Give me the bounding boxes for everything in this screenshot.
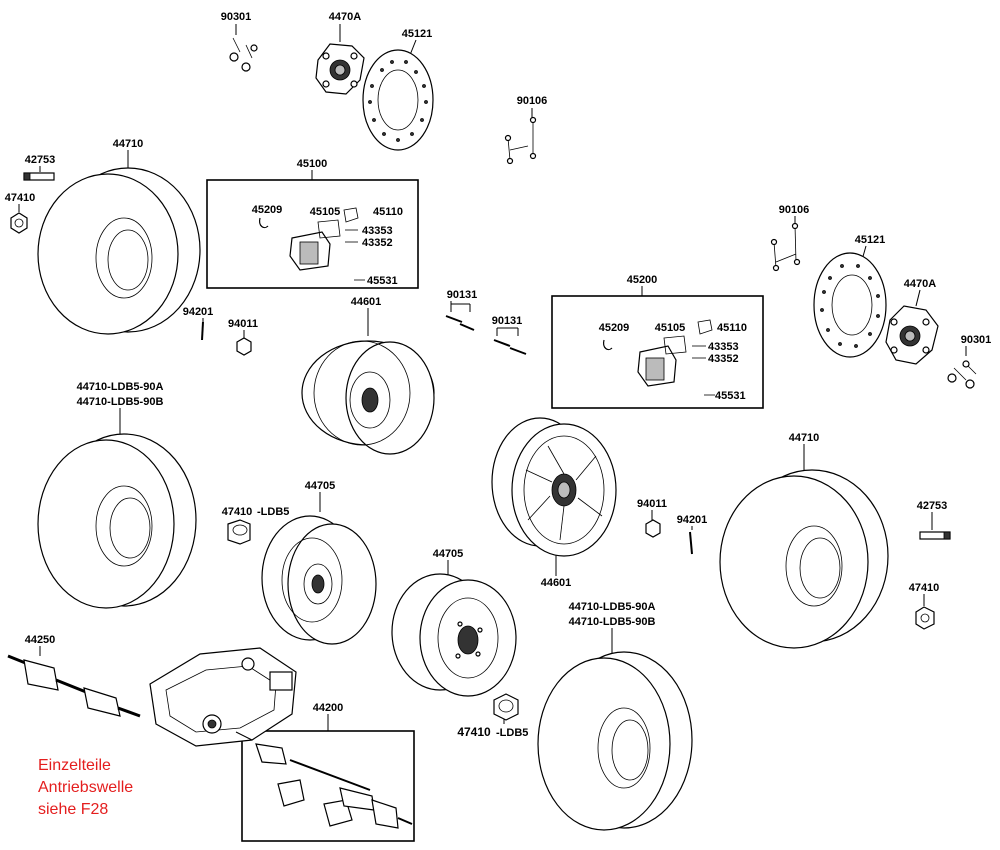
valve-42753-left [23, 166, 55, 181]
label-44705-a: 44705 [305, 480, 336, 492]
drive-shaft-44200-parts [255, 743, 413, 829]
label-ldb5-mid: -LDB5 [257, 506, 289, 518]
label-4470a-top: 4470A [329, 11, 361, 23]
bolt-set-90131-a [445, 301, 475, 331]
label-44200: 44200 [313, 702, 344, 714]
label-43353-a: 43353 [362, 225, 393, 237]
brake-caliper-group-box-45200 [551, 295, 764, 409]
drive-shaft-44250 [7, 646, 141, 718]
label-44705-b: 44705 [433, 548, 464, 560]
note-line-2: Antriebswelle [38, 779, 133, 796]
label-45110-a: 45110 [373, 206, 403, 218]
label-42753-left: 42753 [25, 154, 56, 166]
rim-44705-b [391, 560, 517, 697]
label-44250: 44250 [25, 634, 56, 646]
rear-differential [149, 647, 297, 747]
tire-44710-top-left [37, 150, 201, 335]
label-45531-a: 45531 [367, 275, 398, 287]
label-90106-right: 90106 [779, 204, 810, 216]
label-43352-a: 43352 [362, 237, 393, 249]
label-45121-right: 45121 [855, 234, 886, 246]
label-ldb5-bottom: -LDB5 [496, 727, 528, 739]
note-line-1: Einzelteile [38, 757, 111, 774]
steel-rim-44601-top [301, 308, 435, 455]
label-94011-left: 94011 [228, 318, 258, 330]
label-45531-b: 45531 [715, 390, 746, 402]
nut-47410-ldb5-mid [227, 519, 251, 545]
label-45105-b: 45105 [655, 322, 686, 334]
label-94011-right: 94011 [637, 498, 667, 510]
label-44710-top: 44710 [113, 138, 144, 150]
label-44710-ldb5-90a-right: 44710-LDB5-90A [569, 601, 656, 613]
lug-nut-94011-right [645, 510, 661, 538]
nut-47410-right [915, 594, 935, 630]
alloy-rim-44601 [491, 417, 617, 576]
tire-44710-ldb5-left [37, 408, 197, 609]
label-47410-left: 47410 [5, 192, 36, 204]
label-90131-b: 90131 [492, 315, 523, 327]
label-44710-ldb5-90b-right: 44710-LDB5-90B [569, 616, 656, 628]
label-90301-right: 90301 [961, 334, 992, 346]
label-47410-right: 47410 [909, 582, 940, 594]
label-43352-b: 43352 [708, 353, 739, 365]
nut-set-90301-top [229, 24, 258, 72]
nut-set-90301-right [947, 346, 977, 389]
bolt-set-90106-right [770, 216, 801, 272]
label-44601-bottom: 44601 [541, 577, 572, 589]
rim-44705-a [261, 492, 377, 645]
label-94201-right: 94201 [677, 514, 708, 526]
label-44710-ldb5-90b-left: 44710-LDB5-90B [77, 396, 164, 408]
label-90301-top: 90301 [221, 11, 252, 23]
tire-44710-ldb5-right [537, 628, 693, 831]
label-45209-a: 45209 [252, 204, 283, 216]
label-43353-b: 43353 [708, 341, 739, 353]
leader-differential-44200 [235, 731, 253, 741]
label-90106-top: 90106 [517, 95, 548, 107]
brake-caliper-45100-parts [259, 207, 365, 281]
label-44710-right: 44710 [789, 432, 820, 444]
label-44601-top: 44601 [351, 296, 382, 308]
label-4470a-right: 4470A [904, 278, 936, 290]
label-94201-left: 94201 [183, 306, 214, 318]
wheel-hub-4470a-top [315, 24, 365, 95]
note-line-3: siehe F28 [38, 801, 108, 818]
nut-47410-ldb5-bottom [493, 693, 519, 724]
bolt-set-90106-top [504, 108, 537, 165]
label-45100: 45100 [297, 158, 328, 170]
tire-44710-right [719, 444, 889, 649]
label-45209-b: 45209 [599, 322, 630, 334]
label-47410-ldb5-mid: 47410 [222, 506, 253, 518]
lug-nut-94011-left [236, 330, 252, 356]
valve-stem-94201-right [689, 526, 693, 555]
brake-caliper-45200-parts [603, 319, 715, 396]
label-44710-ldb5-90a-left: 44710-LDB5-90A [77, 381, 164, 393]
nut-47410-left [10, 204, 28, 234]
brake-disc-45121-top [362, 39, 434, 151]
label-42753-right: 42753 [917, 500, 948, 512]
valve-stem-94201-left [201, 318, 204, 341]
label-45105-a: 45105 [310, 206, 341, 218]
label-45110-b: 45110 [717, 322, 747, 334]
valve-42753-right [919, 512, 951, 540]
brake-disc-45121-right [813, 245, 887, 358]
label-45121-top: 45121 [402, 28, 433, 40]
wheel-hub-4470a-right [885, 289, 939, 365]
label-47410-ldb5-bottom: 47410 [457, 725, 491, 739]
bolt-set-90131-b [493, 327, 527, 355]
label-45200: 45200 [627, 274, 658, 286]
label-90131-a: 90131 [447, 289, 478, 301]
